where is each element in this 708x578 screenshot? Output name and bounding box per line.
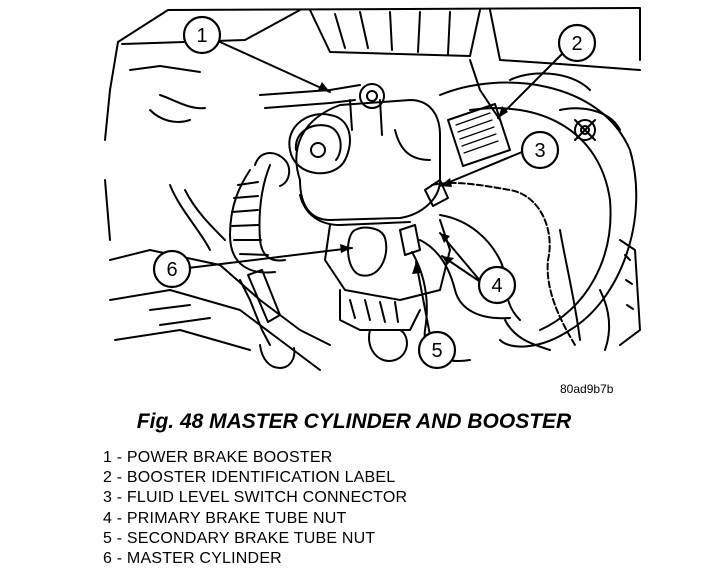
callout-2: 2: [557, 23, 597, 63]
leader-line-3: [439, 151, 523, 187]
leader-line-1: [219, 41, 331, 93]
mount-bracket: [259, 83, 385, 109]
callout-3: 3: [520, 130, 560, 170]
hoses: [149, 94, 291, 274]
legend-item: 4 - PRIMARY BRAKE TUBE NUT: [103, 509, 347, 527]
figure-caption: Fig. 48 MASTER CYLINDER AND BOOSTER: [136, 410, 572, 433]
right-panel: [599, 239, 641, 351]
svg-text:4: 4: [491, 275, 502, 297]
leader-lines: [187, 41, 563, 336]
legend-item: 5 - SECONDARY BRAKE TUBE NUT: [103, 529, 376, 547]
leader-line-4b: [439, 232, 483, 284]
leader-line-5: [415, 261, 431, 336]
booster-id-label: [447, 103, 511, 167]
power-brake-booster: [439, 72, 638, 348]
svg-text:3: 3: [534, 140, 545, 162]
cowl-panels: [104, 7, 641, 141]
svg-text:5: 5: [431, 340, 442, 362]
engine-bay-illustration: 1 2 3 4 5 6: [104, 7, 641, 371]
legend-item: 2 - BOOSTER IDENTIFICATION LABEL: [103, 469, 396, 487]
reservoir: [288, 99, 441, 226]
drawing-code: 80ad9b7b: [560, 382, 614, 396]
callout-4: 4: [477, 265, 517, 305]
legend-item: 6 - MASTER CYLINDER: [103, 550, 282, 568]
leader-line-6: [187, 247, 353, 269]
svg-text:2: 2: [571, 33, 582, 55]
harness: [424, 179, 581, 346]
leader-line-2: [497, 53, 563, 119]
legend: 1 - POWER BRAKE BOOSTER 2 - BOOSTER IDEN…: [103, 448, 407, 569]
legend-item: 3 - FLUID LEVEL SWITCH CONNECTOR: [103, 489, 408, 507]
leader-arrowheads: [318, 82, 508, 274]
lower-structure: [104, 179, 331, 371]
callout-6: 6: [152, 249, 192, 289]
svg-text:6: 6: [166, 259, 177, 281]
svg-text:1: 1: [196, 25, 207, 47]
legend-item: 1 - POWER BRAKE BOOSTER: [103, 449, 333, 466]
callout-5: 5: [417, 330, 457, 370]
master-cylinder-body: [324, 219, 451, 362]
callout-1: 1: [182, 15, 222, 55]
